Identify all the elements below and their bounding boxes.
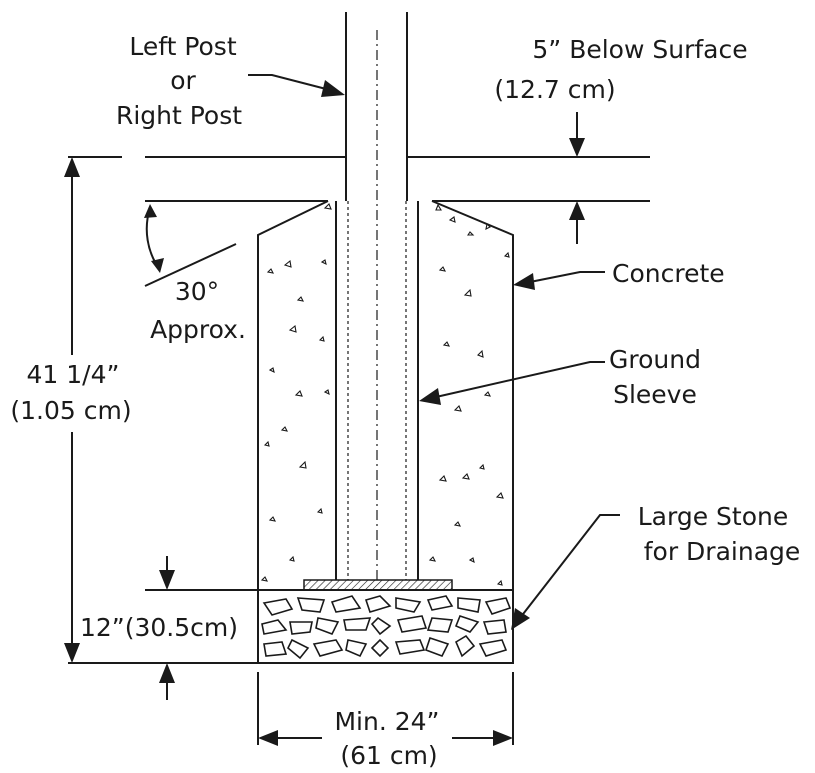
stone-label-line1: Large Stone xyxy=(638,502,788,531)
height-label-line2: (1.05 cm) xyxy=(10,396,131,425)
concrete-footing xyxy=(257,200,514,664)
width-dimension xyxy=(257,672,514,746)
post-leader xyxy=(248,74,345,97)
post-label-line2: or xyxy=(170,66,196,95)
stone-leader xyxy=(511,514,620,630)
width-label-line2: (61 cm) xyxy=(340,741,437,770)
angle-label-line2: Approx. xyxy=(150,315,246,344)
post-label-line3: Right Post xyxy=(116,101,242,130)
stone-depth-dimension xyxy=(145,556,258,700)
width-label-line1: Min. 24” xyxy=(334,707,439,736)
height-label-line1: 41 1/4” xyxy=(27,360,120,389)
sleeve-leader xyxy=(419,361,605,405)
surface-lines xyxy=(68,156,650,202)
surface-depth-dimension xyxy=(569,112,585,244)
height-dimension xyxy=(64,157,258,664)
text-labels: Left Post or Right Post 5” Below Surface… xyxy=(10,32,800,770)
depth-label-line2: (12.7 cm) xyxy=(494,75,615,104)
depth-label-line1: 5” Below Surface xyxy=(532,35,747,64)
base-plate xyxy=(303,579,453,591)
stone-label-line2: for Drainage xyxy=(644,537,801,566)
angle-indicator xyxy=(144,204,237,287)
post xyxy=(345,12,408,580)
post-label-line1: Left Post xyxy=(129,32,236,61)
stone-depth-label: 12”(30.5cm) xyxy=(80,613,238,642)
angle-label-line1: 30° xyxy=(175,277,219,306)
concrete-leader xyxy=(513,271,605,290)
concrete-label: Concrete xyxy=(612,259,725,288)
sleeve-label-line2: Sleeve xyxy=(613,380,697,409)
concrete-specks xyxy=(260,203,510,586)
sleeve-label-line1: Ground xyxy=(609,345,701,374)
ground-sleeve xyxy=(335,201,419,580)
drainage-stones xyxy=(261,595,512,660)
